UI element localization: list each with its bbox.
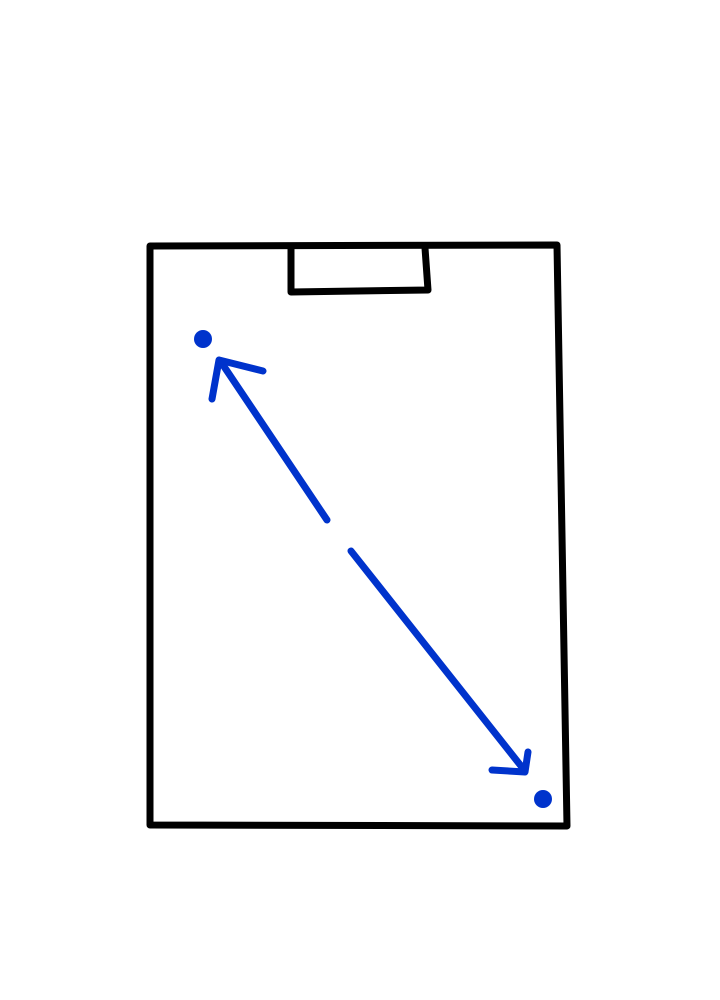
arrow-shaft-lower [347, 547, 529, 775]
dot-marker-bottom-right [534, 790, 552, 808]
arrowhead-top [208, 356, 267, 403]
double-headed-arrow-icon [208, 356, 532, 776]
pitch-outline-icon [146, 241, 571, 830]
arrowhead-bottom [488, 748, 532, 776]
goal-box-icon [287, 244, 432, 296]
arrow-shaft-upper [217, 358, 331, 524]
dot-marker-top-left [194, 330, 212, 348]
